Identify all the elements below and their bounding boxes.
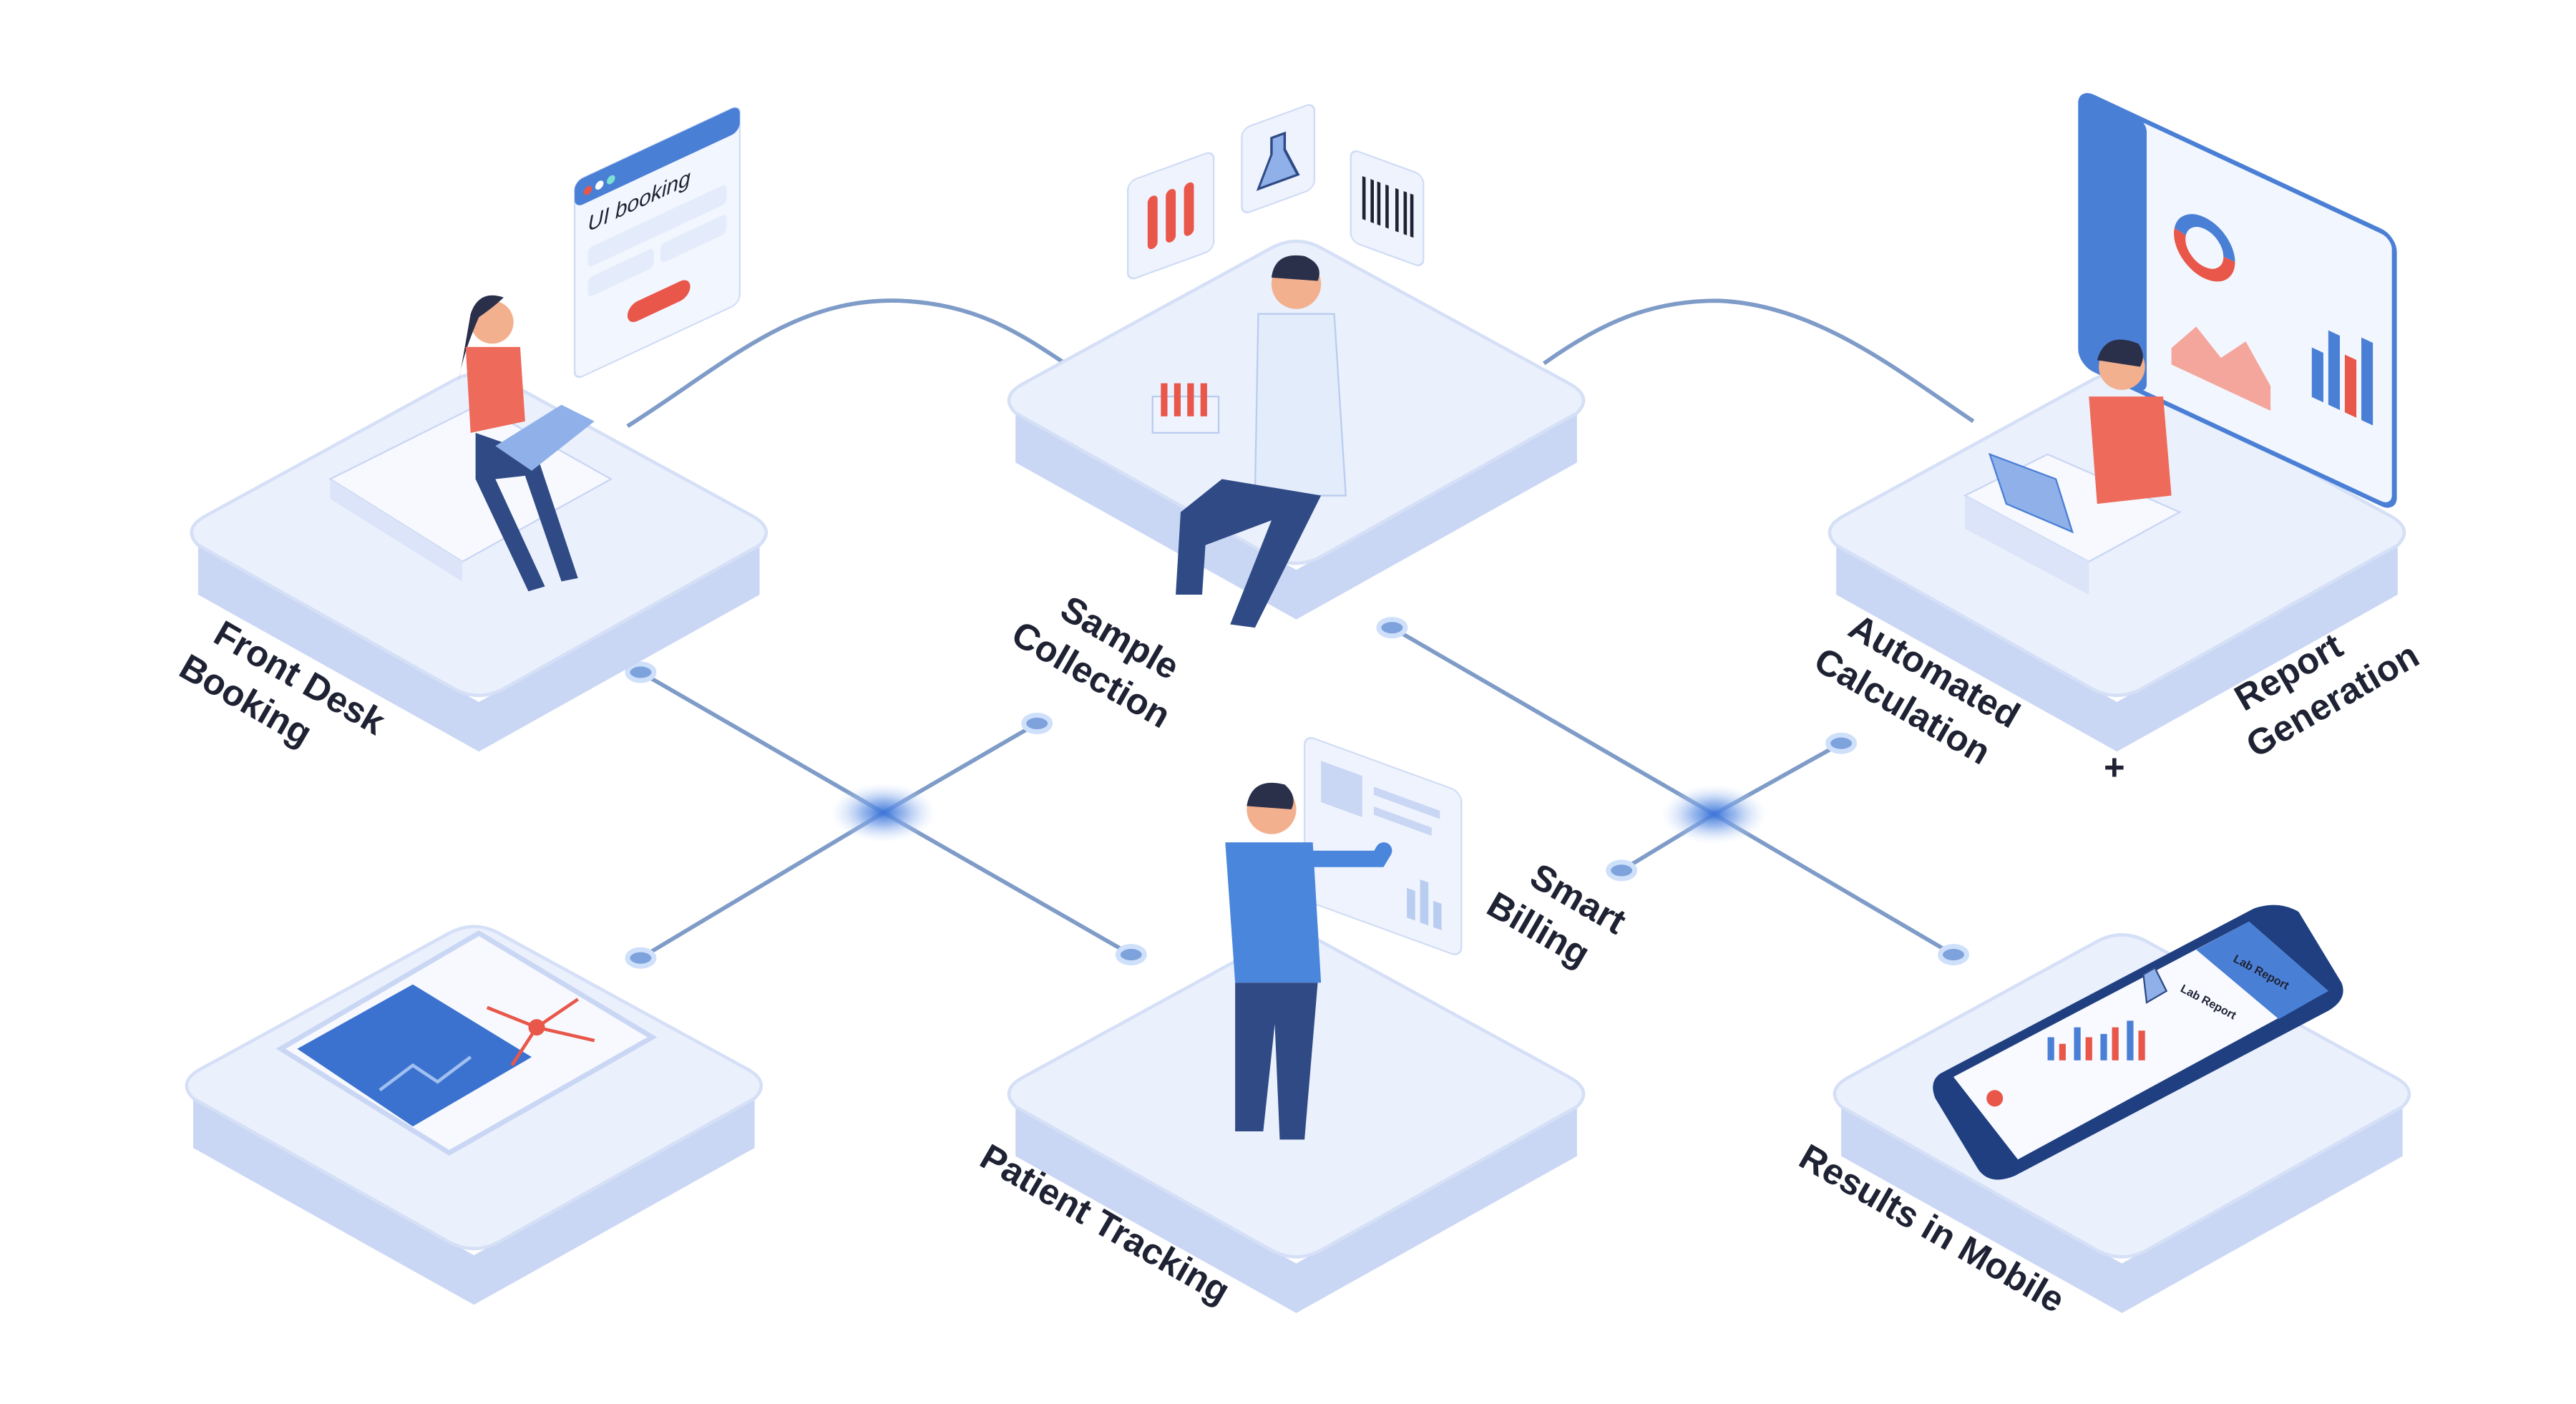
patient-figure — [1225, 782, 1392, 1140]
sample-rack-icon — [1151, 383, 1220, 434]
lab-technician — [1151, 255, 1347, 628]
area-chart-icon — [2171, 326, 2271, 411]
front-desk-scene: UI booking — [328, 107, 741, 592]
curve-booking-to-sample — [626, 298, 1067, 429]
report-dashboard-screen — [2078, 93, 2397, 508]
line-hub1-dashboard — [639, 811, 885, 960]
connectors — [626, 298, 1975, 960]
hub-left — [830, 783, 937, 843]
network-dashboard-tablet — [275, 930, 658, 1156]
phone-bar-chart — [2047, 1020, 2134, 1061]
barcode-card-icon — [1350, 150, 1425, 266]
flask-icon — [2142, 966, 2168, 1004]
line-hub1-booking — [639, 670, 885, 815]
flask-card-icon — [1241, 104, 1316, 213]
line-hub2-sample — [1390, 625, 1715, 816]
sample-collection-scene — [1126, 104, 1425, 628]
hub-right — [1661, 784, 1767, 844]
woman-with-laptop — [459, 295, 595, 592]
curve-sample-to-calc — [1543, 298, 1975, 424]
line-hub1-tracking — [882, 811, 1133, 957]
connector-nodes — [625, 617, 1969, 969]
plus-sign: + — [2104, 746, 2125, 787]
bar-chart-icon — [2311, 330, 2373, 426]
mobile-phone: Lab Report Lab Report — [1933, 905, 2343, 1180]
booking-window: UI booking — [573, 107, 741, 379]
test-tubes-card-icon — [1126, 152, 1215, 280]
line-hub2-mobile — [1712, 812, 1955, 957]
report-scene — [1963, 93, 2397, 595]
label-sample-collection: Sample Collection — [1005, 588, 1186, 736]
donut-chart-icon — [2174, 214, 2235, 282]
analyst-at-laptop — [1963, 339, 2182, 595]
patient-tracking-scene — [1225, 737, 1463, 1140]
